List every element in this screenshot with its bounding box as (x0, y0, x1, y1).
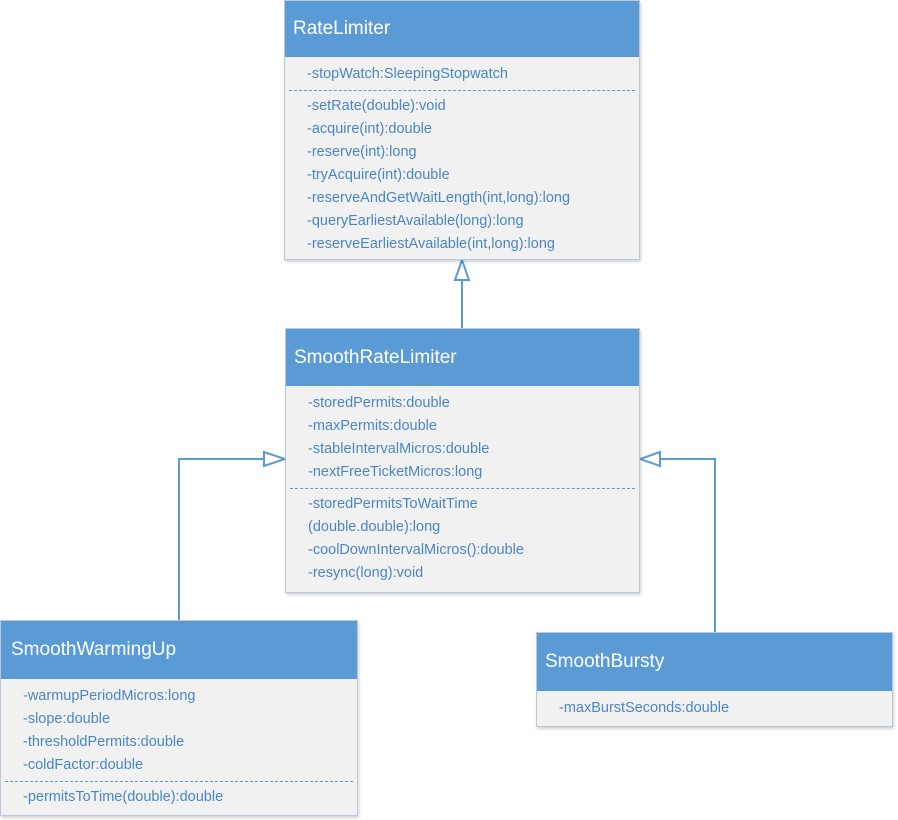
methods-section: -storedPermitsToWaitTime (double.double)… (286, 489, 639, 589)
attributes-section: -maxBurstSeconds:double (537, 691, 892, 724)
method: -queryEarliestAvailable(long):long (307, 213, 524, 229)
section-divider (290, 488, 635, 489)
method: -resync(long):void (308, 565, 424, 581)
method: -reserve(int):long (307, 144, 417, 160)
method: -acquire(int):double (307, 121, 432, 137)
method: -coolDownIntervalMicros():double (308, 542, 524, 558)
section-divider (289, 90, 635, 91)
section-divider (5, 781, 353, 782)
attribute: -coldFactor:double (23, 757, 144, 773)
class-name: SmoothBursty (545, 651, 665, 672)
method: -permitsToTime(double):double (23, 789, 224, 805)
attribute: -maxBurstSeconds:double (559, 700, 730, 716)
class-smoothbursty[interactable]: SmoothBursty -maxBurstSeconds:double (536, 632, 893, 727)
class-header-smoothratelimiter: SmoothRateLimiter (286, 329, 639, 386)
attribute: -warmupPeriodMicros:long (23, 688, 196, 704)
method: -setRate(double):void (307, 98, 446, 114)
attribute: -storedPermits:double (308, 395, 450, 411)
attributes-section: -storedPermits:double -maxPermits:double… (286, 386, 639, 488)
attribute: -thresholdPermits:double (23, 734, 185, 750)
methods-section: -permitsToTime(double):double (1, 782, 357, 813)
attribute: -maxPermits:double (308, 418, 437, 434)
class-ratelimiter[interactable]: RateLimiter -stopWatch:SleepingStopwatch… (284, 0, 640, 260)
class-header-smoothwarmingup: SmoothWarmingUp (1, 621, 357, 679)
method: -reserveAndGetWaitLength(int,long):long (307, 190, 571, 206)
methods-section: -setRate(double):void -acquire(int):doub… (285, 91, 639, 260)
attributes-section: -stopWatch:SleepingStopwatch (285, 57, 639, 90)
attribute: -slope:double (23, 711, 111, 727)
inheritance-arrowhead-left (263, 450, 289, 468)
attribute: -nextFreeTicketMicros:long (308, 464, 483, 480)
inheritance-arrowhead-right (636, 450, 661, 468)
attributes-section: -warmupPeriodMicros:long -slope:double -… (1, 679, 357, 781)
connector-smoothwarmingup-to-smoothratelimiter (178, 458, 264, 620)
inheritance-arrowhead-ratelimiter (453, 256, 471, 281)
attribute: -stopWatch:SleepingStopwatch (307, 66, 508, 82)
class-name: SmoothWarmingUp (11, 639, 177, 660)
method: -storedPermitsToWaitTime (308, 496, 478, 512)
class-header-ratelimiter: RateLimiter (285, 1, 639, 57)
class-name: RateLimiter (293, 18, 391, 39)
method: -tryAcquire(int):double (307, 167, 450, 183)
connector-smoothbursty-to-smoothratelimiter (660, 458, 716, 632)
class-smoothwarmingup[interactable]: SmoothWarmingUp -warmupPeriodMicros:long… (0, 620, 358, 816)
attribute: -stableIntervalMicros:double (308, 441, 490, 457)
method-continuation: (double.double):long (308, 519, 441, 535)
class-smoothratelimiter[interactable]: SmoothRateLimiter -storedPermits:double … (285, 328, 640, 593)
class-name: SmoothRateLimiter (294, 346, 457, 368)
class-header-smoothbursty: SmoothBursty (537, 633, 892, 691)
method: -reserveEarliestAvailable(int,long):long (307, 236, 555, 252)
